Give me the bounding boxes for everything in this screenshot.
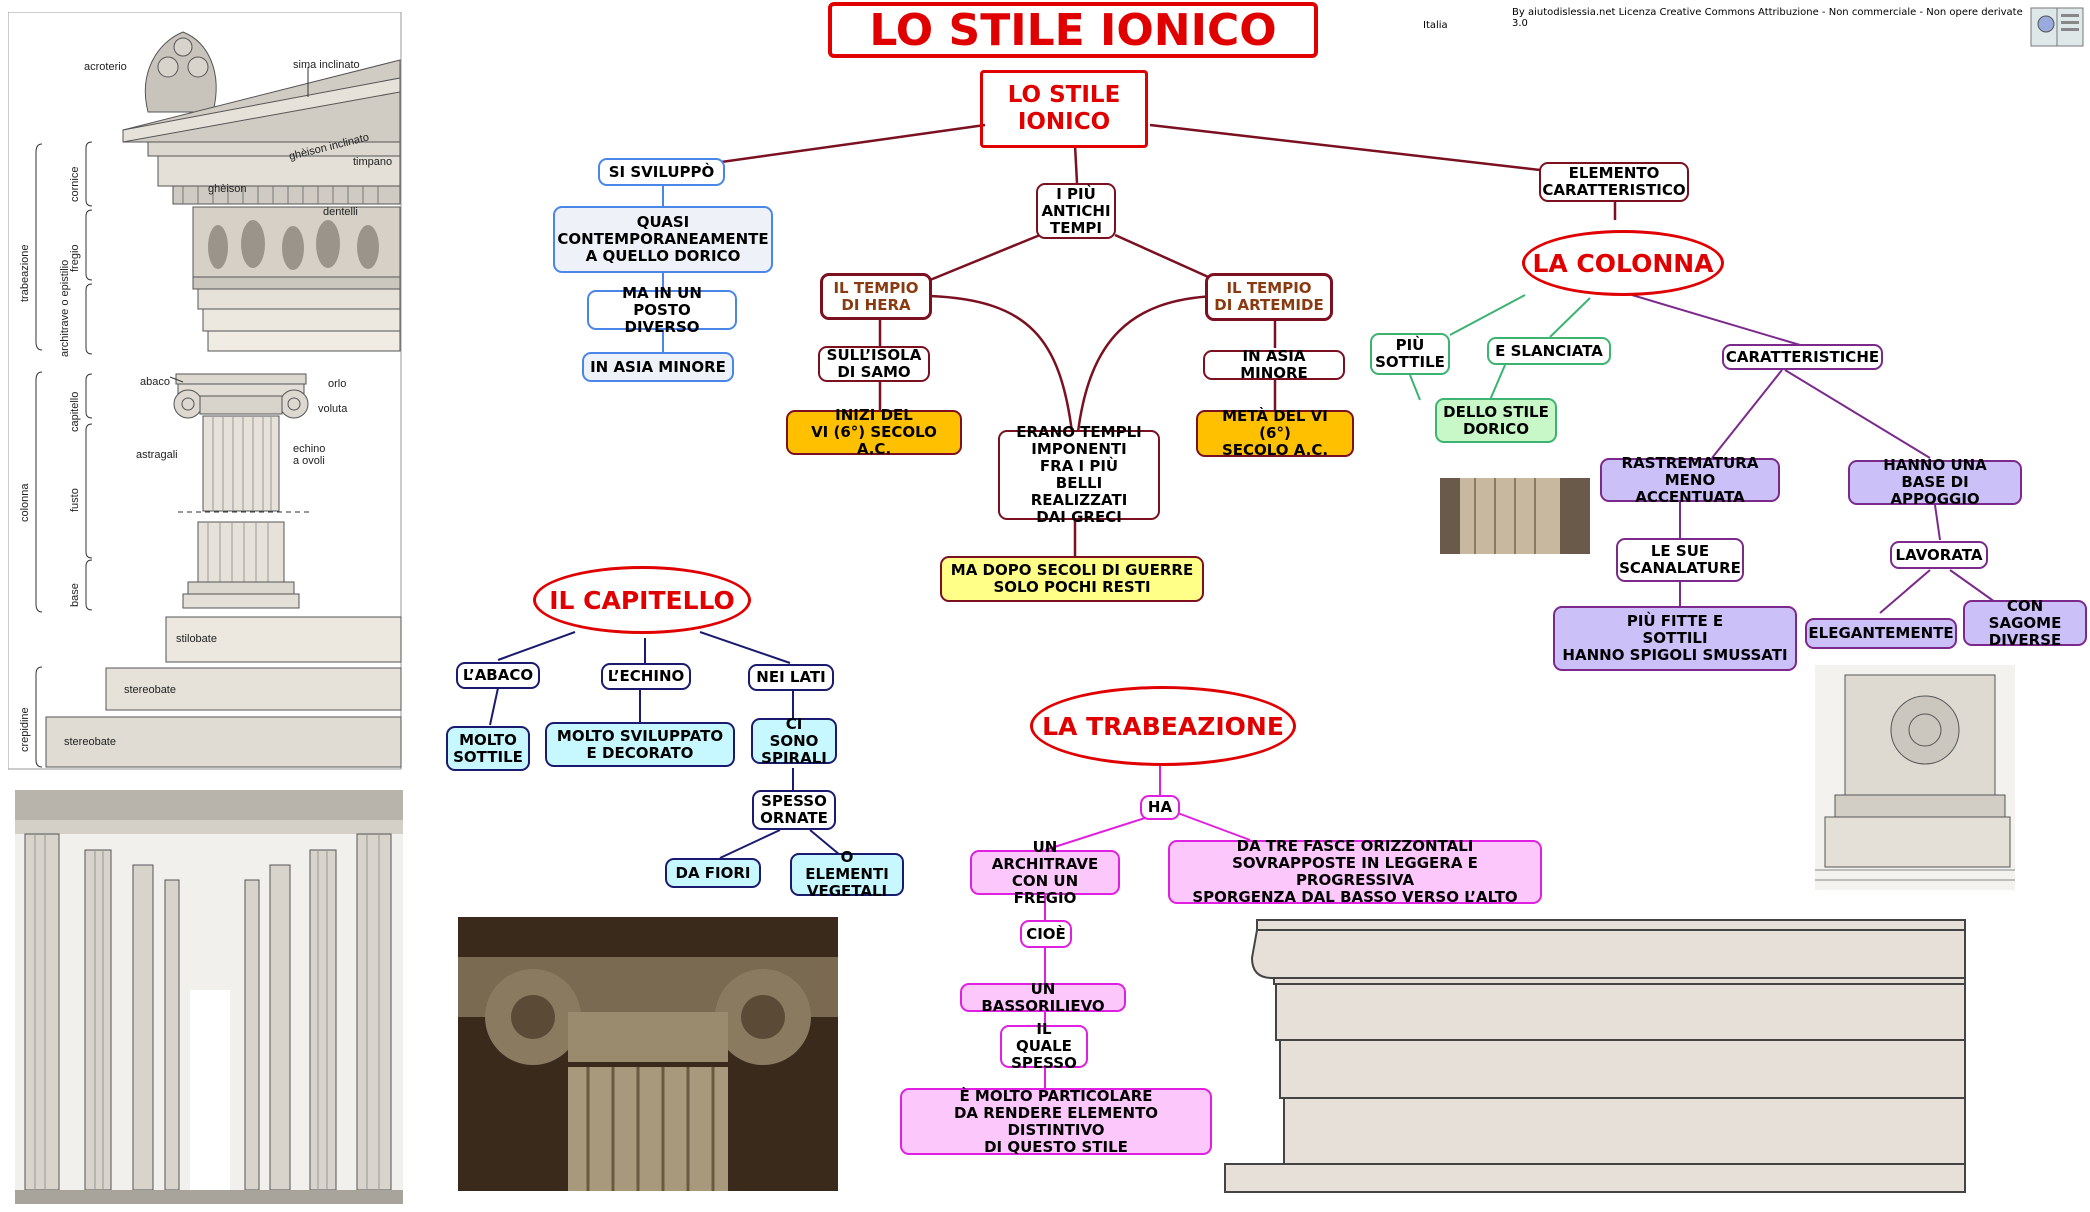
stile-dorico-node: DELLO STILE DORICO: [1435, 398, 1557, 443]
tempio-artemide-node: IL TEMPIO DI ARTEMIDE: [1205, 273, 1333, 321]
molto-sottile-node: MOLTO SOTTILE: [446, 726, 530, 771]
label-sima: sima inclinato: [293, 59, 360, 71]
country-label: Italia: [1423, 20, 1448, 31]
rastrematura-node: RASTREMATURA MENO ACCENTUATA: [1600, 454, 1780, 505]
asia-minore-left-node: IN ASIA MINORE: [582, 352, 734, 382]
central-node: LO STILE IONICO: [980, 70, 1148, 148]
slanciata-node: E SLANCIATA: [1487, 337, 1611, 365]
label-stereobate-2: stereobate: [64, 736, 116, 748]
cioe-node: CIOÈ: [1020, 920, 1072, 948]
label-architrave: architrave o epistilio: [59, 260, 71, 357]
capitello-ellipse: IL CAPITELLO: [533, 566, 751, 634]
label-astragali: astragali: [136, 449, 178, 461]
sagome-diverse-node: CON SAGOME DIVERSE: [1963, 597, 2087, 648]
license-text: By aiutodislessia.net Licenza Creative C…: [1512, 7, 2023, 29]
label-fregio: fregio: [69, 244, 81, 272]
base-appoggio-node: HANNO UNA BASE DI APPOGGIO: [1848, 457, 2022, 508]
antichi-templi-node: I PIÙ ANTICHI TEMPI: [1036, 183, 1116, 239]
label-base: base: [69, 583, 81, 607]
da-fiori-node: DA FIORI: [665, 858, 761, 888]
isola-samo-node: SULL’ISOLA DI SAMO: [818, 346, 930, 382]
label-abaco: abaco: [140, 376, 170, 388]
elementi-vegetali-node: O ELEMENTI VEGETALI: [790, 849, 904, 900]
nei-lati-node: NEI LATI: [748, 664, 834, 691]
label-timpano: timpano: [353, 156, 392, 168]
column-fragment-photo: [1440, 478, 1590, 554]
architrave-fregio-node: UN ARCHITRAVE CON UN FREGIO: [970, 838, 1120, 906]
si-sviluppo-node: SI SVILUPPÒ: [598, 158, 725, 186]
entablature-profile: [1224, 919, 1966, 1193]
colonnade-engraving: [15, 790, 403, 1204]
label-voluta: voluta: [318, 403, 348, 415]
piu-fitte-node: PIÙ FITTE E SOTTILI HANNO SPIGOLI SMUSSA…: [1553, 606, 1797, 671]
molto-particolare-node: È MOLTO PARTICOLARE DA RENDERE ELEMENTO …: [900, 1087, 1212, 1155]
abaco-node: L’ABACO: [456, 662, 540, 689]
label-crepidine: crepidine: [19, 707, 31, 752]
label-acroterio: acroterio: [84, 61, 127, 73]
colonna-ellipse: LA COLONNA: [1522, 230, 1724, 296]
templi-imponenti-node: ERANO TEMPLI IMPONENTI FRA I PIÙ BELLI R…: [998, 424, 1160, 526]
main-title: LO STILE IONICO: [828, 2, 1318, 58]
ha-node: HA: [1140, 795, 1180, 820]
lavorata-node: LAVORATA: [1890, 541, 1988, 569]
label-stilobate: stilobate: [176, 633, 217, 645]
sviluppato-decorato-node: MOLTO SVILUPPATO E DECORATO: [545, 722, 735, 767]
piu-sottile-node: PIÙ SOTTILE: [1370, 333, 1450, 375]
spesso-ornate-node: SPESSO ORNATE: [752, 790, 836, 830]
bassorilievo-node: UN BASSORILIEVO: [960, 980, 1126, 1014]
label-capitello: capitello: [69, 392, 81, 432]
tempio-hera-node: IL TEMPIO DI HERA: [820, 273, 932, 320]
pochi-resti-node: MA DOPO SECOLI DI GUERRE SOLO POCHI REST…: [940, 556, 1204, 602]
caratteristiche-node: CARATTERISTICHE: [1722, 344, 1883, 370]
echino-node: L’ECHINO: [601, 663, 691, 690]
book-icon: [2030, 7, 2084, 47]
label-gheison: ghèison: [208, 183, 247, 195]
trabeazione-ellipse: LA TRABEAZIONE: [1030, 686, 1296, 766]
il-quale-spesso-node: IL QUALE SPESSO: [1000, 1021, 1088, 1072]
inizi-secolo-node: INIZI DEL VI (6°) SECOLO A.C.: [786, 407, 962, 458]
label-dentelli: dentelli: [323, 206, 358, 218]
label-orlo: orlo: [328, 378, 346, 390]
ionic-order-diagram: acroterio sima inclinato ghèison inclina…: [8, 12, 402, 770]
spirali-node: CI SONO SPIRALI: [751, 715, 837, 766]
label-colonna: colonna: [19, 483, 31, 522]
posto-diverso-node: MA IN UN POSTO DIVERSO: [587, 284, 737, 335]
elemento-caratteristico-node: ELEMENTO CARATTERISTICO: [1539, 162, 1689, 202]
label-fusto: fusto: [69, 488, 81, 512]
column-base-engraving: [1815, 665, 2015, 890]
label-trabeazione: trabeazione: [19, 245, 31, 303]
asia-minore-mid-node: IN ASIA MINORE: [1203, 348, 1345, 382]
elegantemente-node: ELEGANTEMENTE: [1805, 618, 1957, 649]
tre-fasce-node: DA TRE FASCE ORIZZONTALI SOVRAPPOSTE IN …: [1168, 838, 1542, 906]
label-stereobate-1: stereobate: [124, 684, 176, 696]
scanalature-node: LE SUE SCANALATURE: [1616, 538, 1744, 582]
label-cornice: cornice: [69, 167, 81, 202]
meta-secolo-node: METÀ DEL VI (6°) SECOLO A.C.: [1196, 408, 1354, 459]
quasi-contemporaneamente-node: QUASI CONTEMPORANEAMENTE A QUELLO DORICO: [553, 206, 773, 273]
ionic-capital-photo: [458, 917, 838, 1191]
